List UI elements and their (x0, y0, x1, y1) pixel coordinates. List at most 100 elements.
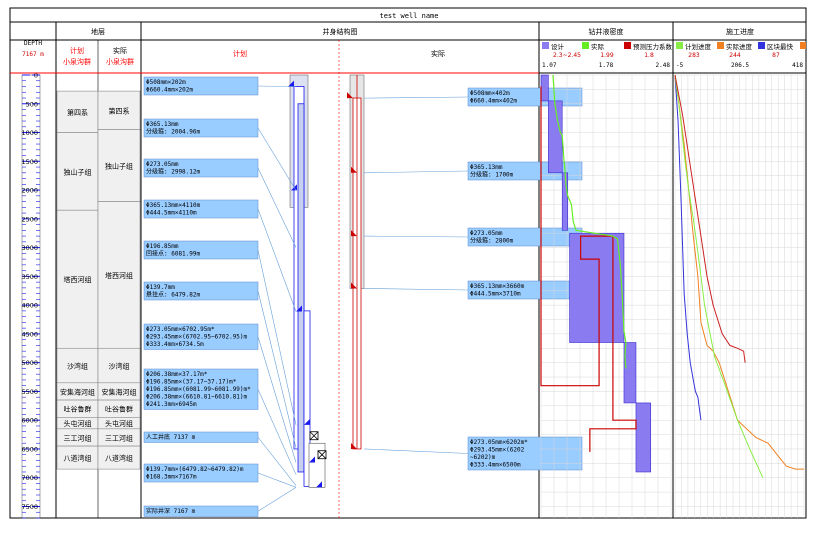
casing-label-text: Φ365.13mm (146, 121, 179, 128)
casing-label-text: Φ139.7mm (146, 284, 175, 291)
x-tick-label: -5 (676, 62, 684, 69)
stratum-plan (56, 209, 99, 349)
progress-series-line (674, 74, 764, 478)
casing-label-text: Φ444.5mm×4110m (146, 210, 197, 217)
casing-label-text: Φ273.05mm (470, 230, 503, 237)
design-density-band (623, 342, 637, 404)
strata-actual-label: 实际 (113, 46, 127, 55)
plan-casing-shoe (304, 418, 310, 425)
legend-value: 1.99 (600, 52, 614, 59)
plan-casing-inner (297, 103, 305, 473)
legend-swatch (676, 42, 683, 49)
stratum-name: 头屯河组 (105, 419, 133, 428)
casing-leader-line (257, 85, 297, 87)
casing-label-text: 人工井底 7137 m (146, 433, 196, 441)
stratum-actual (97, 90, 141, 130)
casing-label-text: Φ139.7mm×(6479.82~6479.82)m (146, 466, 244, 473)
plan-casing-shoe (288, 80, 294, 87)
casing-label-text: Φ333.4mm×6734.5m (146, 341, 204, 348)
casing-label-text: Φ293.45mm×(6702.95~6702.95)m (146, 334, 248, 341)
depth-tick-label: 0 (34, 72, 38, 80)
legend-label: 计划进度 (685, 42, 712, 51)
depth-value: 7167 m (22, 51, 44, 58)
casing-leader-line (257, 127, 297, 191)
casing-label-text: Φ508mm×402m (470, 90, 510, 97)
legend-swatch (582, 42, 589, 49)
plan-casing-shoe (296, 305, 302, 312)
progress-title: 施工进度 (726, 27, 754, 36)
stratum-actual (97, 445, 141, 470)
stratum-actual (97, 129, 141, 202)
casing-leader-line (363, 448, 469, 454)
casing-label-text: Φ660.4mm×402m (470, 98, 517, 105)
depth-tick-label: 1000 (21, 129, 38, 137)
stratum-name: 八道湾组 (105, 454, 133, 463)
legend-value: 2.3~2.45 (553, 52, 581, 59)
structure-plan-label: 计划 (233, 49, 247, 58)
stratum-name: 三工河组 (105, 433, 133, 442)
depth-tick-label: 3500 (21, 273, 38, 281)
casing-label-text: 悬挂点: 6479.82m (146, 291, 201, 299)
legend-value: 1.8 (644, 52, 654, 59)
stratum-plan (56, 90, 99, 133)
casing-leader-line (257, 487, 297, 512)
stratum-name: 沙湾组 (67, 362, 88, 371)
stratum-name: 安集海河组 (102, 387, 137, 396)
strata-plan-top: 小泉沟群 (63, 57, 91, 66)
casing-leader-line (257, 249, 297, 425)
depth-tick-label: 500 (26, 100, 38, 108)
structure-actual-label: 实际 (431, 49, 445, 58)
casing-label-text: 分级箍: 2004.96m (146, 128, 201, 136)
chart-title: test well name (379, 12, 438, 20)
casing-leader-line (363, 288, 469, 291)
casing-label-text: 实际井深 7167 m (146, 507, 196, 515)
casing-label-text: Φ273.05mm (146, 161, 179, 168)
casing-label-text: ~6202)m (470, 454, 496, 461)
casing-label-text: Φ206.38mm×37.17m* (146, 371, 208, 378)
stratum-name: 吐谷鲁群 (105, 405, 133, 414)
actual-casing-shoe (351, 442, 357, 449)
casing-leader-line (257, 389, 297, 475)
packer-cross (309, 431, 319, 441)
casing-leader-line (363, 235, 469, 238)
strata-plan-label: 计划 (70, 46, 84, 55)
legend-swatch (717, 42, 724, 49)
casing-label-text: Φ365.13mm×3660m (470, 283, 525, 290)
stratum-name: 安集海河组 (60, 387, 95, 396)
pressure-series-line (540, 86, 637, 452)
design-density-band (635, 402, 652, 473)
casing-label-text: Φ365.13mm×4110m (146, 202, 201, 209)
x-tick-label: 2.48 (656, 62, 671, 69)
legend-label: 设计 (551, 42, 565, 51)
depth-label: DEPTH (24, 40, 42, 47)
stratum-name: 独山子组 (105, 162, 133, 171)
casing-leader-line (363, 96, 469, 99)
casing-leader-line (257, 472, 297, 488)
casing-leader-line (363, 170, 469, 174)
legend-swatch (758, 42, 765, 49)
casing-label-text: Φ273.05mm×6202m* (470, 439, 528, 446)
plan-casing-shoe (316, 481, 322, 488)
design-density-band (540, 74, 549, 102)
legend-value: 87 (772, 52, 780, 59)
depth-tick-label: 1500 (21, 158, 38, 166)
x-tick-label: 1.78 (599, 62, 614, 69)
casing-label-text: 分级箍: 2800m (470, 237, 514, 245)
casing-label-text: Φ196.85mm (146, 243, 179, 250)
x-tick-label: 206.5 (731, 62, 749, 69)
casing-leader-line (257, 336, 297, 463)
stratum-name: 塔西河组 (64, 275, 92, 284)
stratum-name: 头屯河组 (64, 419, 92, 428)
legend-label: 实际进度 (726, 42, 753, 51)
stratum-actual (97, 347, 141, 384)
actual-casing-shoe (351, 166, 357, 173)
casing-label-text: Φ508mm×202m (146, 79, 186, 86)
casing-label-text: Φ196.85mm×(37.17~37.17)m* (146, 379, 237, 386)
casing-label-text: Φ241.3mm×6945m (146, 401, 197, 408)
stratum-name: 塔西河组 (105, 271, 133, 280)
depth-ruler (21, 74, 41, 519)
design-density-band (561, 172, 569, 231)
legend-label: 实际 (591, 42, 605, 51)
